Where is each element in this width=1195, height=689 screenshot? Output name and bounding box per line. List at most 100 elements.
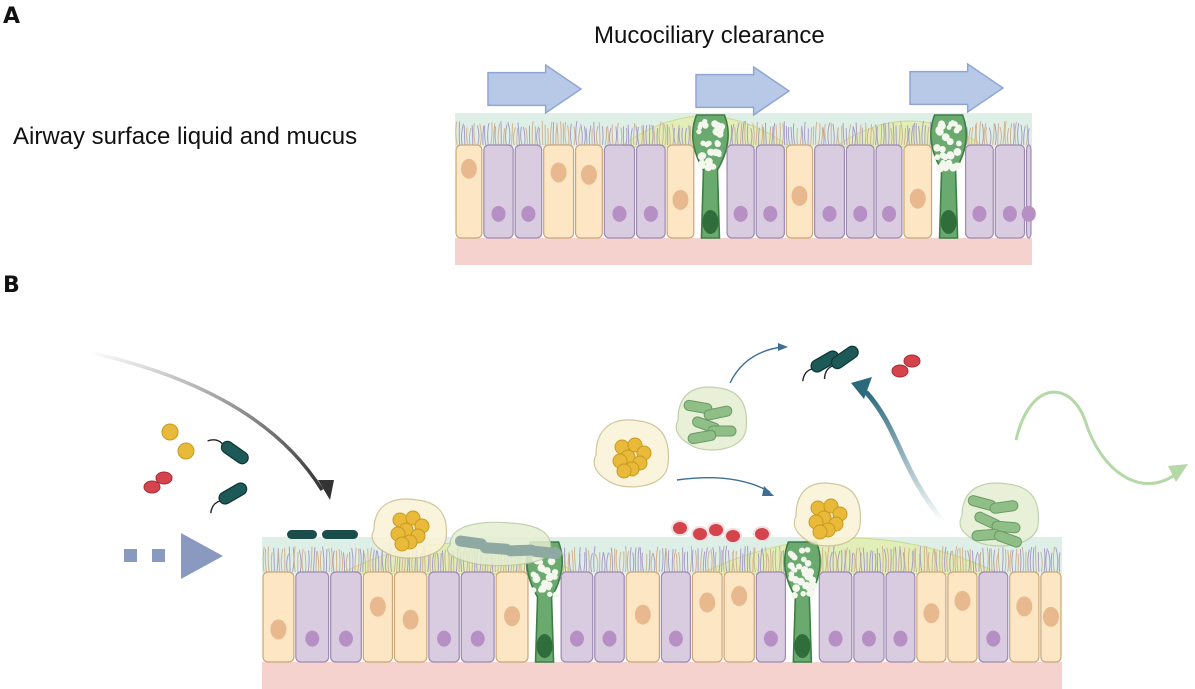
trapped-rod — [530, 545, 562, 560]
cilium — [351, 547, 354, 573]
cilium — [595, 125, 599, 146]
mucin-granule — [953, 147, 962, 156]
cilium — [968, 127, 972, 146]
cilium — [866, 127, 870, 146]
cilium — [824, 123, 827, 146]
cilium — [1009, 550, 1012, 573]
cilium — [1006, 127, 1010, 146]
cilium — [832, 123, 835, 146]
cilium — [325, 548, 328, 573]
cilium — [267, 546, 270, 573]
cilium — [307, 550, 310, 573]
flow-dash — [124, 549, 137, 562]
secretory-cell — [483, 144, 514, 239]
cilium — [494, 126, 497, 146]
flagellum — [802, 368, 813, 382]
cilium — [871, 550, 874, 573]
cilium — [601, 126, 604, 146]
cilium — [319, 550, 322, 573]
cilium — [782, 549, 785, 573]
cilium — [440, 552, 442, 573]
cilium — [736, 122, 740, 146]
cilium — [505, 124, 508, 146]
cilium — [611, 124, 614, 146]
cilium — [288, 546, 291, 573]
cilium — [710, 549, 713, 573]
secretory-cell — [853, 571, 885, 663]
trapped-bacterium — [287, 530, 317, 539]
cilium — [550, 121, 553, 146]
cilium — [744, 546, 746, 573]
mucin-granule — [804, 547, 811, 553]
ciliated-cell — [543, 144, 575, 239]
ciliated-nucleus — [1016, 596, 1033, 617]
cilium — [642, 124, 645, 146]
cilium — [619, 551, 622, 573]
cilium — [993, 549, 996, 573]
cilium — [727, 550, 730, 573]
cilium — [773, 122, 776, 146]
ciliated-nucleus — [923, 603, 940, 624]
cilium — [749, 550, 751, 573]
cilium — [729, 124, 733, 146]
cilium — [739, 548, 742, 573]
cilium — [1017, 553, 1019, 573]
cilium — [752, 123, 755, 146]
cilium — [606, 125, 609, 146]
mucus-flow-arrow — [1014, 390, 1177, 485]
cilium — [871, 127, 875, 146]
cilium — [648, 550, 651, 573]
cilium — [615, 549, 619, 573]
cilium — [560, 121, 562, 146]
mucin-granule — [702, 118, 708, 125]
cilium — [278, 551, 281, 573]
cilium — [513, 126, 517, 146]
cilium — [1009, 122, 1013, 146]
cilium — [276, 548, 279, 573]
ciliated-nucleus — [909, 188, 926, 209]
cilium — [583, 552, 586, 573]
cilium — [645, 553, 648, 573]
cilium — [1004, 549, 1007, 573]
bacterium — [210, 482, 248, 514]
secretory-cell — [814, 144, 846, 239]
cilium — [760, 548, 763, 573]
ciliated-nucleus — [550, 162, 567, 183]
mucin-granule — [937, 123, 943, 129]
phagocytosed-coccus — [616, 463, 632, 479]
cilium — [827, 122, 831, 146]
cilium — [681, 127, 684, 146]
cilium — [1045, 548, 1048, 573]
cilium — [608, 128, 612, 146]
cilium — [755, 122, 758, 146]
cilium — [915, 123, 918, 146]
cilium — [722, 545, 725, 573]
cilium — [702, 551, 706, 573]
flagellum — [823, 365, 833, 380]
phagocytosis-arrow — [676, 477, 771, 493]
cilium — [810, 127, 813, 146]
secretory-cell — [818, 571, 853, 663]
cilium — [641, 126, 643, 146]
cilium — [525, 127, 528, 146]
cilium — [376, 550, 380, 573]
cilium — [511, 123, 514, 146]
cilium — [455, 121, 458, 146]
mucin-granule — [955, 124, 963, 132]
ciliated-cell — [691, 571, 723, 663]
mucus-flow-arrowhead — [1168, 464, 1188, 482]
cilium — [568, 553, 572, 573]
cilium — [687, 125, 690, 146]
mucin-granule — [804, 559, 812, 567]
mucin-granule — [939, 152, 947, 159]
cilium — [541, 120, 544, 146]
mucin-granule — [697, 124, 703, 130]
cilium — [766, 553, 770, 573]
cilium — [897, 548, 901, 573]
cilium — [677, 124, 680, 146]
secretory-cell — [978, 571, 1009, 663]
cilium — [516, 128, 519, 146]
cilium — [714, 551, 717, 573]
cilium — [862, 547, 866, 573]
cilium — [678, 551, 681, 573]
